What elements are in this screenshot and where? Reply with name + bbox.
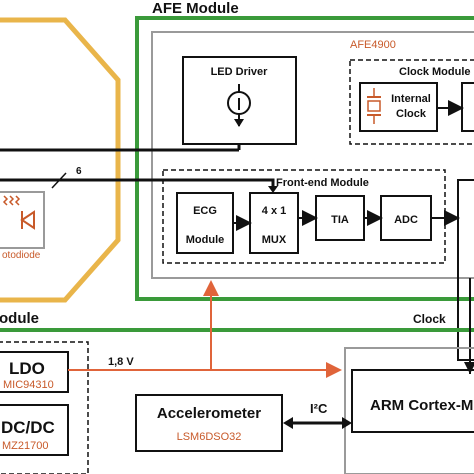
afe4900-label: AFE4900 [350,39,396,51]
right-interface-box [457,179,474,361]
dcdc-part: MZ21700 [2,440,48,452]
mcu-outer-box [344,347,474,474]
dcdc-box [0,404,69,456]
ldo-part: MIC94310 [3,379,54,391]
ecg-line1: ECG [193,205,217,217]
ldo-box [0,351,69,393]
accelerometer-label: Accelerometer [157,405,261,422]
frontend-module-title: Front-end Module [276,177,369,189]
internal-clock-line1: Internal [391,93,431,105]
tia-label: TIA [331,214,349,226]
power-supply-box [0,341,89,474]
clock-module-box [349,59,474,145]
adc-label: ADC [394,214,418,226]
ecg-line2: Module [186,234,225,246]
mcu-box [351,369,474,433]
mux-line1: 4 x 1 [262,205,286,217]
mcu-label: ARM Cortex-M [370,397,473,414]
voltage-label: 1,8 V [108,356,134,368]
afe-module-title: AFE Module [152,0,239,17]
accelerometer-box [135,394,283,452]
clock-signal-label: Clock [413,312,446,326]
photodiode-label: otodiode [2,250,41,261]
i2c-label: I²C [310,401,328,416]
afe-module-box [135,16,474,301]
led-driver-label: LED Driver [211,66,269,78]
photodiode-box [0,191,45,249]
mux-line2: MUX [262,234,287,246]
clock-divider-box [461,82,474,132]
internal-clock-box [359,82,438,132]
power-module-title: odule [0,310,39,327]
crystal-icon [367,88,381,124]
accelerometer-part: LSM6DSO32 [177,431,242,443]
afe4900-box [151,31,474,279]
bus-width-label: 6 [76,166,82,177]
dcdc-label: DC/DC [1,418,55,437]
sensor-module-outline [0,17,121,303]
clock-module-title: Clock Module [399,66,471,78]
internal-clock-line2: Clock [396,108,427,120]
ldo-label: LDO [9,359,45,378]
photodiode-icon [2,195,35,230]
